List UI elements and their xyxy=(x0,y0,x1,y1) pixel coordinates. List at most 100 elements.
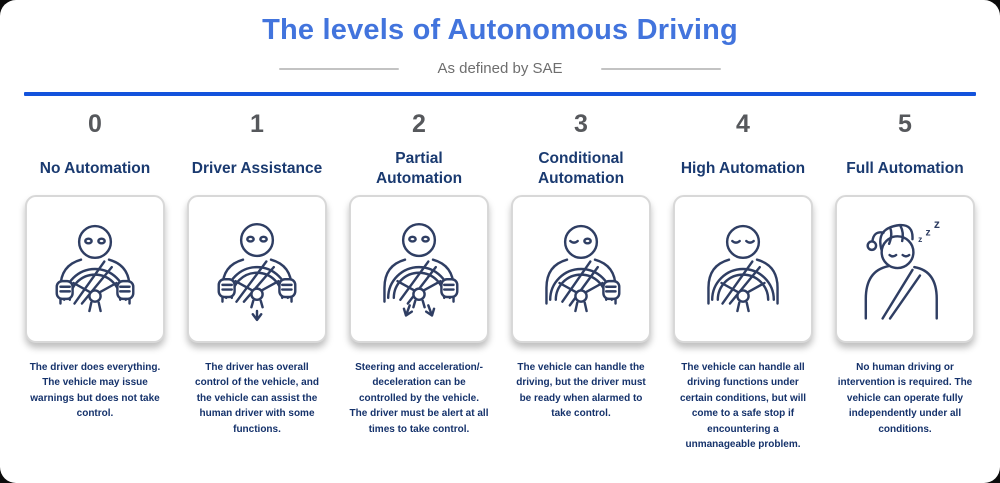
level-column-0: 0 No Automation xyxy=(25,96,165,483)
right-hand xyxy=(602,279,621,300)
head xyxy=(401,222,437,257)
driver-winking-one-hand-icon xyxy=(545,224,621,312)
page-title: The levels of Autonomous Driving xyxy=(262,14,738,46)
level-title: Full Automation xyxy=(846,159,964,177)
head xyxy=(725,224,761,259)
nightcap-tip xyxy=(871,230,885,243)
body-right xyxy=(913,265,938,320)
level-description: Steering and acceleration/-deceleration … xyxy=(349,361,489,435)
eye-closed-right xyxy=(745,239,755,244)
head xyxy=(563,224,599,259)
wheel-outer xyxy=(710,267,776,301)
right-hand xyxy=(278,277,297,298)
body-right xyxy=(755,257,779,305)
left-hand-fingers xyxy=(59,285,72,293)
eye-open-left xyxy=(408,235,417,243)
level-column-4: 4 High Automation xyxy=(673,96,813,483)
head xyxy=(239,222,275,257)
eye-open-right xyxy=(583,236,592,245)
steer-arrow-right xyxy=(424,303,436,317)
steer-arrow-left xyxy=(402,303,414,317)
steering-column xyxy=(574,300,588,312)
wheel-spokes xyxy=(72,281,118,294)
eye-open-left xyxy=(246,235,255,243)
eye-open-left xyxy=(84,236,93,245)
eye-closed-left xyxy=(888,253,898,258)
head xyxy=(880,234,915,269)
driver-both-hands-brake-arrow-icon xyxy=(217,222,297,321)
level-description: The vehicle can handle the driving, but … xyxy=(516,361,646,420)
right-hand-fingers xyxy=(442,283,455,291)
driver-one-hand-two-arrows-icon xyxy=(383,222,459,317)
wheel-hub xyxy=(574,288,588,303)
level-number: 4 xyxy=(736,110,750,138)
level-description: The driver has overall control of the ve… xyxy=(195,361,319,435)
level-card xyxy=(511,194,651,343)
level-title: High Automation xyxy=(680,159,806,177)
wheel-spokes xyxy=(558,281,604,294)
wheel-spokes xyxy=(396,279,442,292)
level-column-1: 1 Driver Assistance xyxy=(187,96,327,483)
nightcap-pompom xyxy=(866,239,878,251)
wheel-spokes xyxy=(720,281,766,294)
eye-closed-left xyxy=(731,239,741,244)
right-hand xyxy=(440,277,459,298)
driver-eyes-closed-hands-off-icon xyxy=(707,224,779,312)
right-hand-fingers xyxy=(118,285,131,293)
subtitle-row: As defined by SAE xyxy=(0,60,1000,77)
subtitle-right-line xyxy=(600,67,721,70)
level-column-2: 2 Partial Automation xyxy=(349,96,489,483)
right-hand-fingers xyxy=(604,285,617,293)
level-card xyxy=(25,194,165,343)
body-left xyxy=(864,264,890,320)
nightcap-seam xyxy=(899,223,905,242)
nightcap-seam xyxy=(887,225,893,245)
sleep-z-medium: z xyxy=(926,227,931,238)
sleep-z-small: z xyxy=(918,233,922,243)
level-number: 3 xyxy=(574,110,588,138)
level-title: No Automation xyxy=(39,159,151,177)
left-hand xyxy=(217,277,236,298)
eye-open-right xyxy=(259,235,268,243)
left-hand xyxy=(55,279,74,300)
steering-column xyxy=(250,299,264,308)
wheel-hub xyxy=(250,286,264,301)
eye-open-right xyxy=(97,236,106,245)
level-column-5: 5 Full Automation xyxy=(835,96,975,483)
steering-column xyxy=(736,300,750,312)
right-hand xyxy=(116,279,135,300)
level-card xyxy=(673,194,813,343)
level-title: Partial Automation xyxy=(375,150,463,187)
level-column-3: 3 Conditional Automation xyxy=(511,96,651,483)
sleep-z-large: z xyxy=(934,216,940,230)
eye-closed-right xyxy=(901,253,911,258)
driver-sleeping-nightcap-icon: z z z xyxy=(864,216,940,320)
wheel-inner xyxy=(716,272,770,301)
level-description: The driver does everything. The vehicle … xyxy=(29,361,161,420)
level-title: Driver Assistance xyxy=(191,159,323,177)
level-number: 5 xyxy=(898,110,912,138)
wheel-hub xyxy=(88,288,102,303)
wheel-spokes xyxy=(234,279,280,292)
level-title: Conditional Automation xyxy=(537,150,625,187)
wheel-hub xyxy=(736,288,750,303)
left-hand-fingers xyxy=(221,283,234,291)
brake-arrow-down xyxy=(251,309,263,321)
head xyxy=(77,224,113,259)
level-card xyxy=(349,194,489,343)
body-left xyxy=(383,257,407,303)
body-left xyxy=(545,257,569,305)
eye-open-right xyxy=(421,235,430,243)
subtitle: As defined by SAE xyxy=(437,60,563,77)
level-number: 1 xyxy=(250,110,264,138)
subtitle-left-line xyxy=(279,67,400,70)
level-number: 0 xyxy=(88,110,102,138)
steering-column xyxy=(412,299,426,308)
right-hand-fingers xyxy=(280,283,293,291)
level-card: z z z xyxy=(835,194,975,343)
body-left xyxy=(707,257,731,305)
seatbelt xyxy=(881,268,922,320)
level-description: No human driving or intervention is requ… xyxy=(837,361,973,435)
